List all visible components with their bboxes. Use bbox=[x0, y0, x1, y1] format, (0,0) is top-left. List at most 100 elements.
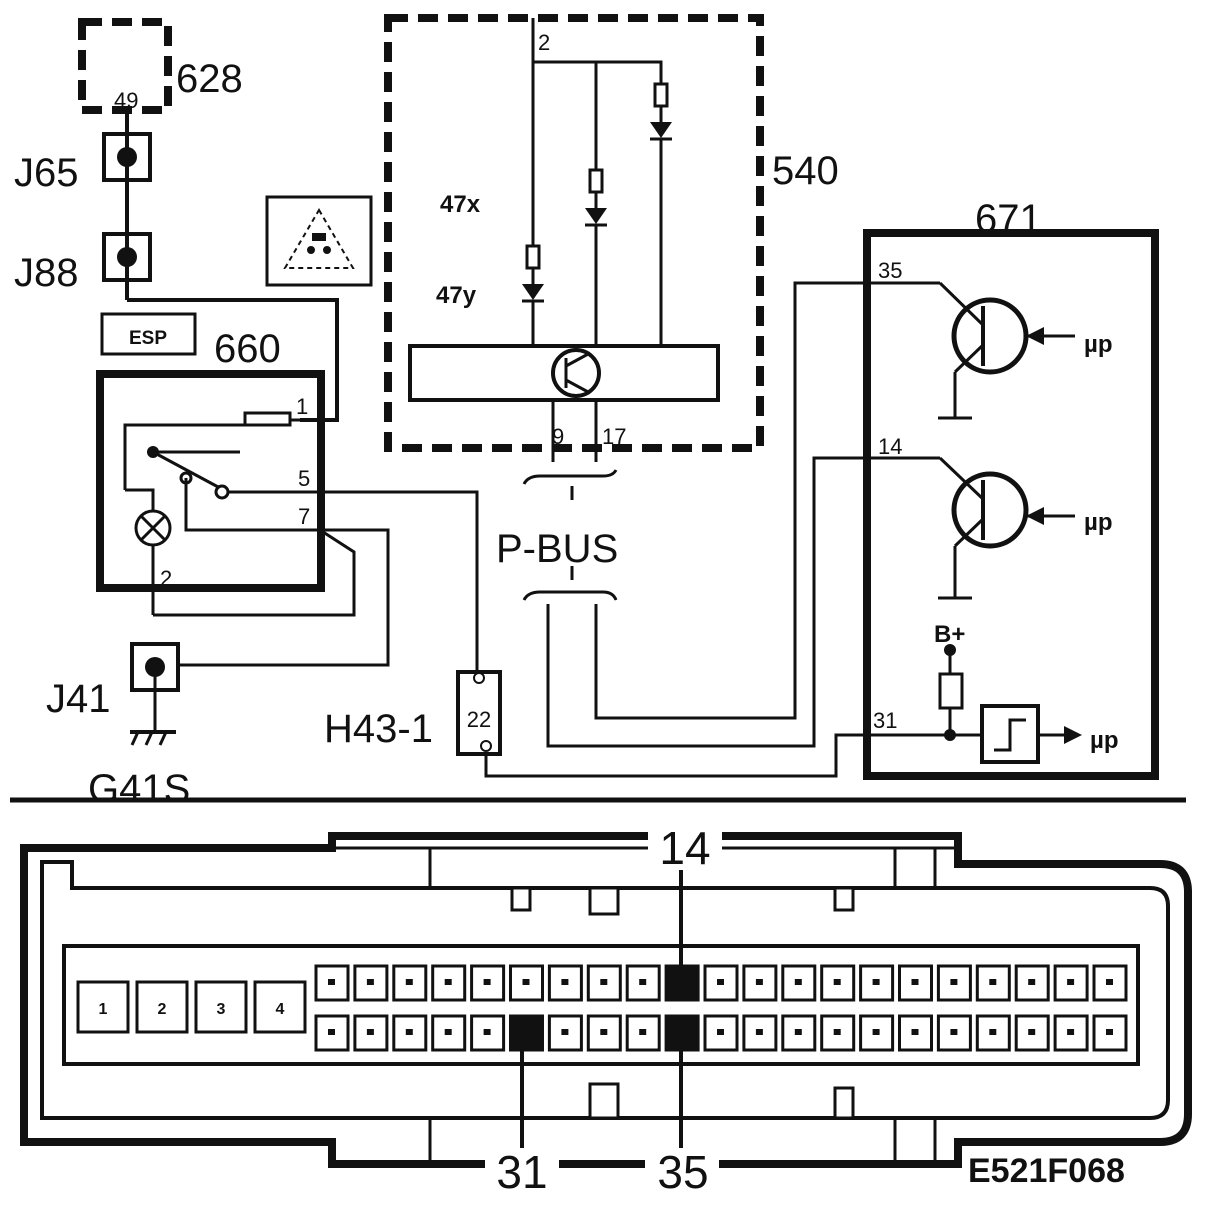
pbus-brace-bottom bbox=[522, 590, 618, 601]
connector-pin-mark bbox=[950, 979, 958, 985]
pin-2-label-540: 2 bbox=[538, 30, 550, 55]
connector-pin bbox=[703, 1014, 739, 1052]
led-540-b-icon bbox=[585, 208, 607, 224]
resistor-671-pullup bbox=[938, 672, 964, 710]
connector-j88-label: J88 bbox=[14, 251, 79, 295]
resistor-540-a bbox=[525, 244, 541, 270]
transistor-540-collector bbox=[565, 351, 591, 368]
connector-pin-mark bbox=[328, 1029, 335, 1035]
connector-label-35: 35 bbox=[657, 1146, 708, 1198]
component-660-box bbox=[96, 370, 325, 592]
connector-pin-highlighted bbox=[509, 1014, 544, 1052]
connector-h43-label: H43-1 bbox=[324, 707, 433, 751]
pbus-label: P-BUS bbox=[496, 527, 618, 571]
connector-big-pin bbox=[253, 980, 307, 1034]
connector-housing-inner bbox=[40, 860, 1170, 1120]
label-backing-35 bbox=[645, 1148, 719, 1194]
schmitt-trigger-icon bbox=[994, 718, 1026, 752]
esp-label-box bbox=[100, 312, 197, 356]
transistor-671-b-icon bbox=[951, 471, 1029, 549]
wire-660-internal-top bbox=[123, 423, 245, 490]
connector-pin-mark bbox=[405, 1029, 413, 1035]
arrow-671-c-icon bbox=[1064, 726, 1082, 744]
warning-car-wheel-icon bbox=[307, 246, 315, 254]
connector-pin-mark bbox=[1028, 979, 1036, 985]
connector-pin-highlighted bbox=[664, 1014, 700, 1052]
ground-hatch bbox=[158, 731, 168, 746]
wire-switch-pin7 bbox=[184, 478, 320, 532]
connector-big-pin bbox=[135, 980, 189, 1034]
ground-g41s-label: G41S bbox=[88, 767, 190, 811]
component-671-box bbox=[863, 229, 1159, 780]
connector-pin bbox=[975, 964, 1011, 1002]
connector-pin-mark bbox=[989, 979, 997, 985]
pin-5-label: 5 bbox=[298, 466, 310, 491]
connector-big-pin-label: 3 bbox=[217, 1001, 226, 1018]
connector-pin-mark bbox=[872, 1029, 880, 1035]
component-671-label: 671 bbox=[975, 197, 1042, 241]
arrow-671-a-icon bbox=[1026, 327, 1044, 345]
pin-31-label: 31 bbox=[873, 708, 897, 733]
led-47y-label: 47y bbox=[436, 282, 477, 309]
warning-triangle-icon bbox=[283, 208, 355, 269]
connector-pin bbox=[547, 1014, 583, 1052]
connector-pin-mark bbox=[755, 979, 763, 985]
label-backing-31 bbox=[485, 1148, 559, 1194]
connector-pin-mark bbox=[794, 979, 802, 985]
pin-49-label: 49 bbox=[114, 88, 138, 113]
connector-pin-mark bbox=[989, 1029, 997, 1035]
connector-j65-label: J65 bbox=[14, 151, 79, 195]
transistor-671-b-collector bbox=[938, 456, 985, 501]
connector-pin-mark bbox=[911, 979, 919, 985]
mu-label-c: µp bbox=[1090, 727, 1119, 754]
resistor-540-b bbox=[588, 168, 604, 194]
pbus-brace-top bbox=[522, 469, 618, 485]
connector-big-pin-label: 1 bbox=[99, 1001, 108, 1018]
connector-pin-mark bbox=[1106, 979, 1113, 985]
connector-pin-mark bbox=[328, 979, 335, 985]
wire-540-bus-top bbox=[533, 60, 663, 84]
connector-key bbox=[588, 886, 620, 916]
led-47x-label: 47x bbox=[440, 191, 481, 218]
connector-pin-mark bbox=[600, 979, 608, 985]
connector-key bbox=[510, 886, 532, 912]
component-540-label: 540 bbox=[772, 149, 839, 193]
lamp-cross-b bbox=[139, 514, 167, 542]
wire-pbus-671-pin35 bbox=[594, 281, 940, 720]
connector-j88-dot bbox=[117, 247, 137, 267]
switch-lever bbox=[152, 450, 221, 490]
connector-j65-dot bbox=[117, 147, 137, 167]
pin-17-label: 17 bbox=[602, 424, 626, 449]
connector-pin bbox=[353, 964, 389, 1002]
wire-h43-671-pin31 bbox=[484, 733, 950, 778]
connector-h43-pin-top bbox=[473, 672, 485, 684]
pin-14-label: 14 bbox=[878, 434, 902, 459]
component-660-label: 660 bbox=[214, 327, 281, 371]
connector-big-pin-label: 2 bbox=[158, 1001, 167, 1018]
connector-pin-mark bbox=[444, 1029, 452, 1035]
connector-big-pin bbox=[194, 980, 248, 1034]
pin-7-label: 7 bbox=[298, 504, 310, 529]
led-540-c-icon bbox=[650, 122, 672, 138]
connector-pin-mark bbox=[872, 979, 880, 985]
connector-pin-mark bbox=[833, 1029, 841, 1035]
mu-label-b: µp bbox=[1084, 509, 1113, 536]
warning-symbol-box bbox=[265, 195, 373, 287]
pin-35-label: 35 bbox=[878, 258, 902, 283]
connector-pin-mark bbox=[950, 1029, 958, 1035]
transistor-671-a-emitter bbox=[953, 343, 985, 374]
transistor-540-emitter bbox=[565, 378, 591, 395]
connector-pin-mark bbox=[1067, 1029, 1075, 1035]
component-540-module bbox=[408, 344, 720, 402]
wire-pin5-h43 bbox=[320, 490, 479, 672]
connector-label-14: 14 bbox=[659, 822, 710, 874]
connector-pin-mark bbox=[833, 979, 841, 985]
connector-pin bbox=[898, 964, 933, 1002]
component-540-box bbox=[384, 14, 764, 452]
connector-pin-mark bbox=[1067, 979, 1075, 985]
connector-big-pin bbox=[76, 980, 130, 1034]
led-540-a-icon bbox=[522, 284, 544, 300]
transistor-540-icon bbox=[551, 348, 601, 398]
